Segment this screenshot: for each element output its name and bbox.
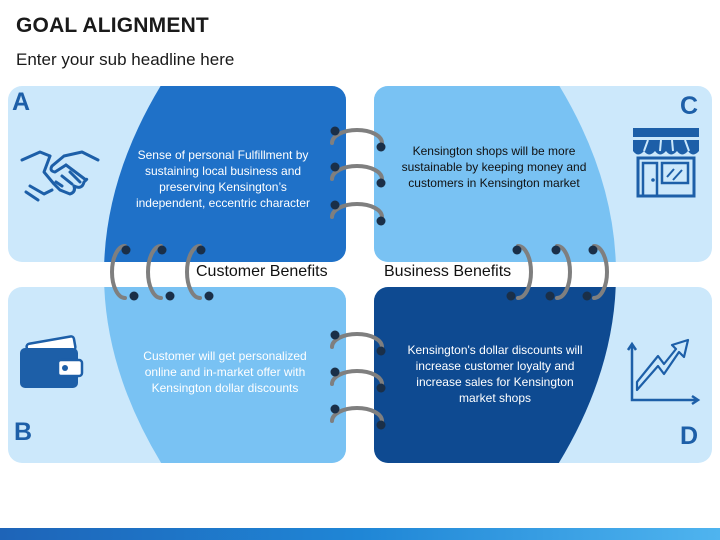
quadrant-b-letter: B [14, 418, 33, 446]
quadrant-a-letter: A [12, 88, 31, 116]
quadrant-c-text: Kensington shops will be more sustainabl… [401, 144, 587, 190]
ring-connector-bottom [330, 332, 384, 423]
quadrant-d-letter: D [680, 422, 699, 450]
business-benefits-label: Business Benefits [384, 263, 512, 280]
quadrant-b-text: Customer will get personalized online an… [143, 349, 307, 395]
quadrant-c-panel [374, 86, 712, 262]
handshake-icon [20, 150, 100, 202]
quadrant-a-text: Sense of personal Fulfillment by sustain… [135, 148, 311, 210]
ring-connector-top [330, 128, 384, 219]
ring-dots-bottom [330, 330, 386, 430]
quadrant-c-letter: C [680, 92, 699, 120]
slide-title: GOAL ALIGNMENT [16, 14, 209, 37]
quadrant-a-panel [8, 86, 346, 262]
customer-benefits-label: Customer Benefits [196, 263, 328, 280]
ring-dots-top [330, 126, 386, 226]
bottom-accent-bar [0, 528, 720, 540]
ring-connector-left [110, 244, 202, 300]
ring-connector-right [516, 244, 609, 300]
quadrant-d-text: Kensington's dollar discounts will incre… [407, 343, 583, 405]
slide-subtitle: Enter your sub headline here [16, 50, 235, 69]
wallet-icon [20, 335, 84, 388]
ring-dots-left [121, 245, 214, 301]
quadrant-d-panel [374, 287, 712, 463]
growth-chart-icon [626, 338, 701, 406]
quadrant-b-panel [8, 287, 346, 463]
ring-dots-right [506, 245, 598, 301]
storefront-icon [633, 128, 699, 198]
